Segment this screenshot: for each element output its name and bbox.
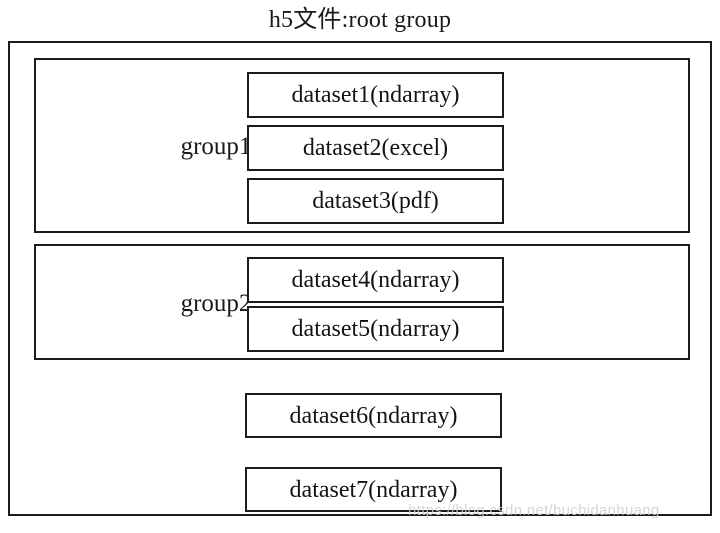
root-group-box: group1 dataset1(ndarray) dataset2(excel)… — [8, 41, 712, 516]
dataset-box-dataset7: dataset7(ndarray) — [245, 467, 502, 512]
dataset-box-dataset1: dataset1(ndarray) — [247, 72, 504, 118]
diagram-title: h5文件:root group — [268, 7, 452, 33]
group-label-group1: group1 — [180, 133, 252, 160]
dataset-box-dataset3: dataset3(pdf) — [247, 178, 504, 224]
dataset-box-dataset6: dataset6(ndarray) — [245, 393, 502, 438]
group-box-group1: group1 dataset1(ndarray) dataset2(excel)… — [34, 58, 690, 233]
group-box-group2: group2 dataset4(ndarray) dataset5(ndarra… — [34, 244, 690, 360]
dataset-box-dataset2: dataset2(excel) — [247, 125, 504, 171]
dataset-box-dataset4: dataset4(ndarray) — [247, 257, 504, 303]
dataset-box-dataset5: dataset5(ndarray) — [247, 306, 504, 352]
group-label-group2: group2 — [180, 290, 252, 317]
